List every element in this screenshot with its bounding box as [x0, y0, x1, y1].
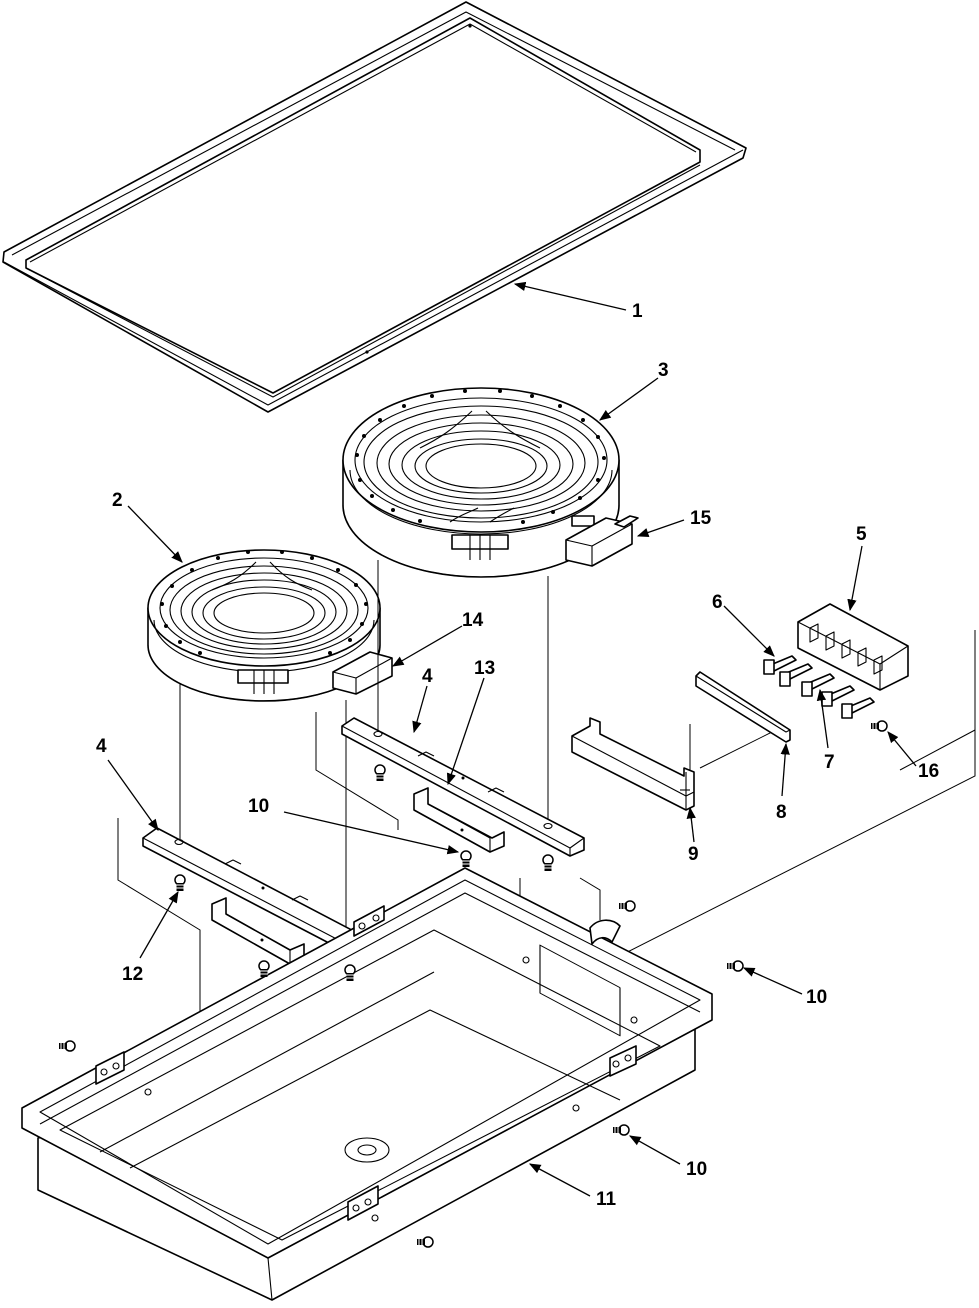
callout-9: 9: [688, 844, 699, 865]
small-burner-element: [147, 549, 381, 702]
callout-12: 12: [122, 964, 143, 985]
callout-numbers: 1 2 3 4 4 5 6 7 8 9 10 10 10 11 12 13 14…: [96, 301, 939, 1210]
callout-8: 8: [776, 802, 787, 823]
callout-16: 16: [918, 761, 939, 782]
callout-4-left: 4: [96, 736, 107, 757]
callout-10-right: 10: [806, 987, 827, 1008]
terminal-block-bracket: [571, 717, 695, 811]
leader-lines: [107, 281, 917, 1197]
terminal-clips: [763, 655, 875, 719]
large-burner-element: [342, 387, 620, 578]
callout-6: 6: [712, 592, 723, 613]
callout-14: 14: [462, 610, 484, 631]
terminal-block: [797, 603, 909, 691]
callout-2: 2: [112, 490, 123, 511]
callout-4-right: 4: [422, 666, 433, 687]
callout-7: 7: [824, 752, 835, 773]
callout-5: 5: [856, 524, 867, 545]
callout-3: 3: [658, 360, 669, 381]
right-element-bracket: [341, 717, 585, 857]
callout-10-top: 10: [248, 796, 269, 817]
insulator-plate: [695, 671, 791, 743]
small-element-limiter: [332, 651, 393, 695]
callout-11: 11: [596, 1189, 617, 1210]
callout-10-bottom: 10: [686, 1159, 707, 1180]
glass-cooktop: [2, 1, 747, 413]
large-element-limiter: [565, 515, 639, 567]
callout-1: 1: [632, 301, 643, 322]
bracket-clip-right: [413, 787, 505, 853]
callout-13: 13: [474, 658, 495, 679]
burner-box: [21, 867, 713, 1301]
callout-15: 15: [690, 508, 712, 529]
